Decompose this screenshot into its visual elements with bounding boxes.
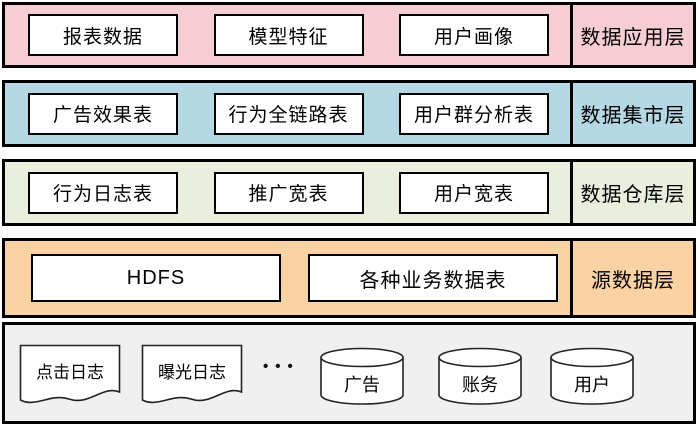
- layer-source-data-content: HDFS 各种业务数据表: [5, 241, 570, 315]
- database-label: 用户: [574, 375, 610, 395]
- database-label: 账务: [462, 375, 498, 395]
- database-cylinder-icon: [320, 347, 404, 405]
- layer-label-data-application: 数据应用层: [570, 5, 693, 65]
- layer-label-data-mart: 数据集市层: [570, 83, 693, 144]
- database-label: 广告: [344, 375, 380, 395]
- layer-data-application: 报表数据 模型特征 用户画像 数据应用层: [2, 2, 696, 68]
- node-user-group-analysis-table: 用户群分析表: [399, 92, 549, 135]
- node-report-data: 报表数据: [28, 14, 178, 56]
- ellipsis-more-sources: •••: [263, 358, 300, 375]
- layer-data-warehouse: 行为日志表 推广宽表 用户宽表 数据仓库层: [2, 159, 696, 226]
- layer-label-source-data: 源数据层: [570, 241, 693, 315]
- document-icon: [141, 344, 243, 404]
- layer-raw-sources: 点击日志 曝光日志 ••• 广告 账务: [2, 322, 696, 424]
- node-user-wide-table: 用户宽表: [399, 171, 549, 214]
- layer-source-data: HDFS 各种业务数据表 源数据层: [2, 238, 696, 318]
- node-hdfs: HDFS: [31, 254, 281, 302]
- node-behavior-log-table: 行为日志表: [28, 171, 178, 214]
- node-ad-effect-table: 广告效果表: [28, 92, 178, 135]
- layer-data-mart: 广告效果表 行为全链路表 用户群分析表 数据集市层: [2, 80, 696, 147]
- database-billing: 账务: [437, 347, 523, 412]
- node-model-features: 模型特征: [213, 14, 364, 56]
- node-promotion-wide-table: 推广宽表: [213, 171, 364, 214]
- node-business-data-tables: 各种业务数据表: [308, 254, 558, 302]
- document-click-log: 点击日志: [19, 344, 121, 413]
- layer-label-data-warehouse: 数据仓库层: [570, 162, 693, 223]
- document-label: 曝光日志: [158, 363, 226, 382]
- database-ads: 广告: [319, 347, 405, 412]
- document-icon: [19, 344, 121, 404]
- database-users: 用户: [549, 347, 635, 412]
- layer-data-mart-content: 广告效果表 行为全链路表 用户群分析表: [5, 83, 570, 144]
- node-user-profile: 用户画像: [399, 14, 549, 56]
- document-label: 点击日志: [36, 363, 104, 382]
- layer-data-warehouse-content: 行为日志表 推广宽表 用户宽表: [5, 162, 570, 223]
- database-cylinder-icon: [550, 347, 634, 405]
- document-impression-log: 曝光日志: [141, 344, 243, 413]
- node-behavior-full-link-table: 行为全链路表: [213, 92, 364, 135]
- layer-data-application-content: 报表数据 模型特征 用户画像: [5, 5, 570, 65]
- database-cylinder-icon: [438, 347, 522, 405]
